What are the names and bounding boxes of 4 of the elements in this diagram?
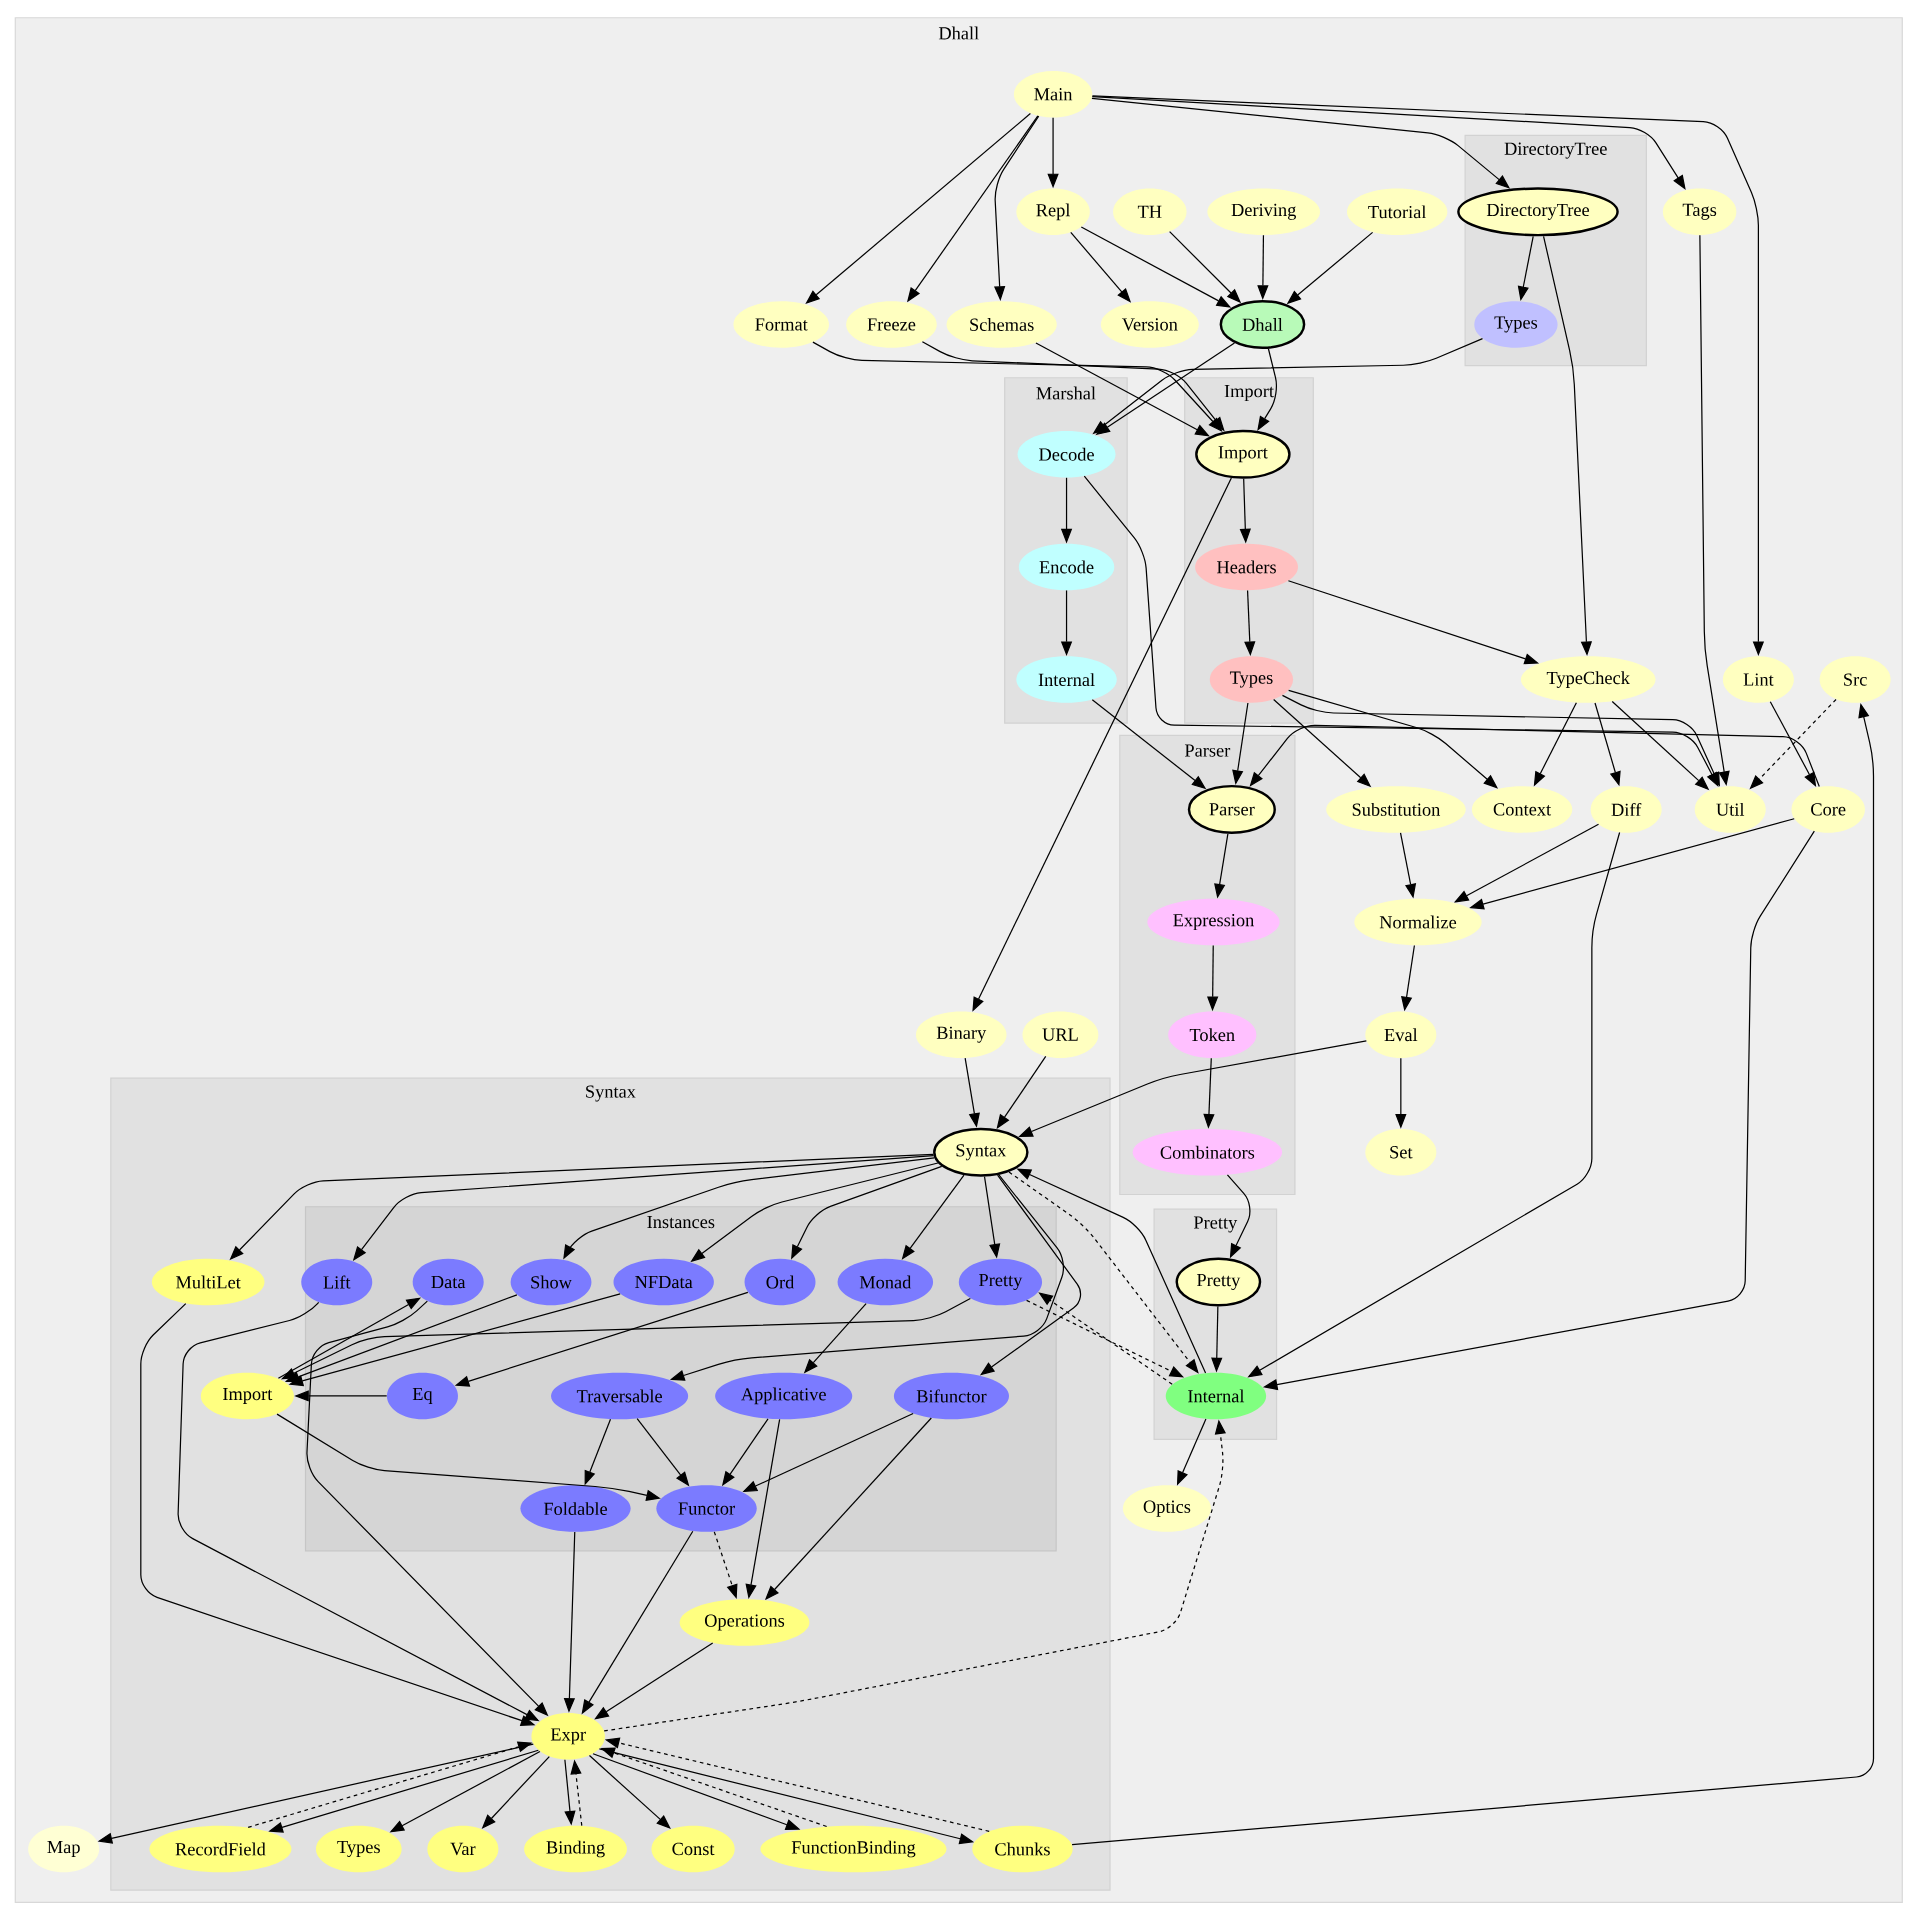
arrow	[1257, 348, 1277, 431]
arrow	[588, 1754, 671, 1829]
arrow	[1249, 724, 1820, 788]
arrow	[594, 1642, 714, 1720]
